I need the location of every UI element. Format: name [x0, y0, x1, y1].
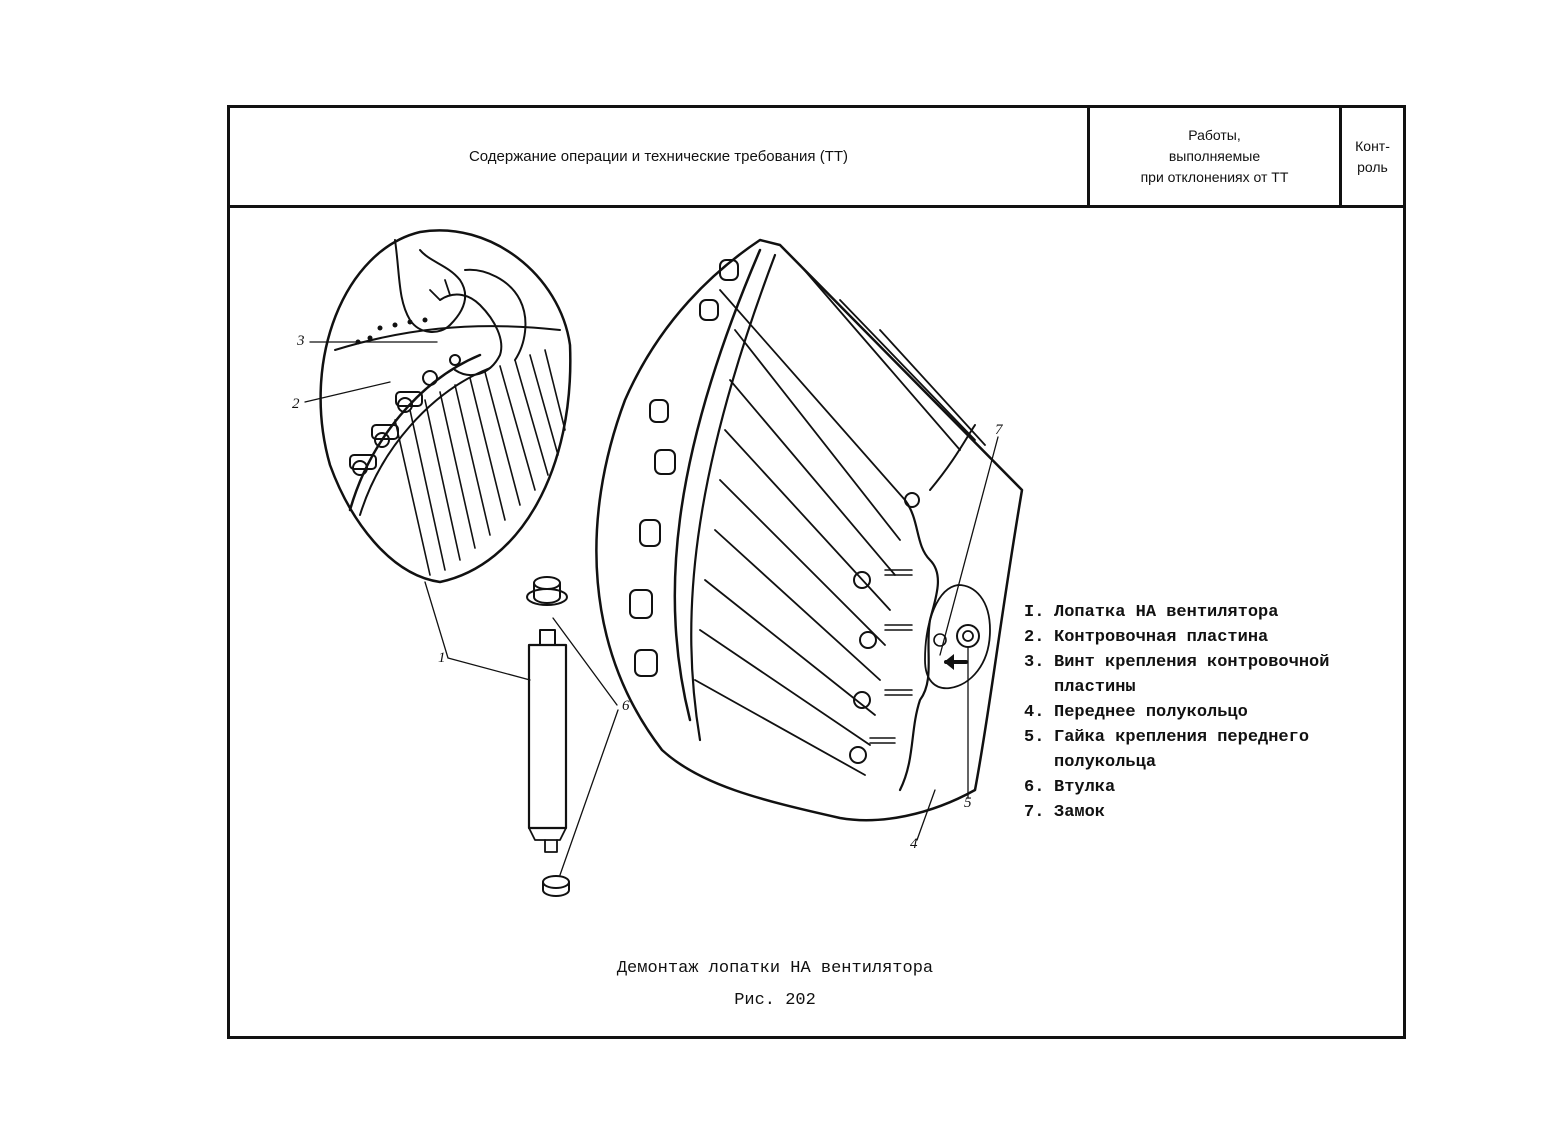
- legend-number: 7.: [1024, 803, 1045, 822]
- blade-and-bushings: [526, 576, 570, 897]
- legend-text: Переднее полукольцо: [1054, 703, 1248, 722]
- legend-item: 3. Винт крепления контровочной: [1024, 650, 1329, 675]
- table-header: Содержание операции и технические требов…: [230, 108, 1403, 208]
- legend-item: 7. Замок: [1024, 800, 1329, 825]
- legend-item: 6. Втулка: [1024, 775, 1329, 800]
- legend-item: 2. Контровочная пластина: [1024, 625, 1329, 650]
- legend-text: Замок: [1054, 803, 1106, 822]
- header-control-line: Конт-: [1355, 137, 1390, 154]
- callout-label-2: 2: [292, 396, 300, 412]
- legend-item-continued: полукольца: [1024, 750, 1329, 775]
- header-control-line: роль: [1357, 158, 1388, 175]
- header-deviation-line: при отклонениях от ТТ: [1140, 169, 1289, 185]
- left-arrow-icon: [944, 654, 968, 670]
- legend-item: 5. Гайка крепления переднего: [1024, 725, 1329, 750]
- callout-label-4: 4: [910, 836, 918, 852]
- legend-text: Гайка крепления переднего: [1054, 728, 1310, 747]
- legend-item-continued: пластины: [1024, 675, 1329, 700]
- legend-number: 4.: [1024, 703, 1045, 722]
- callout-label-7: 7: [995, 422, 1003, 438]
- callout-label-5: 5: [964, 795, 972, 811]
- parts-legend: I. Лопатка НА вентилятора 2. Контровочная …: [1024, 600, 1329, 825]
- callout-leader-lines: [304, 341, 999, 876]
- header-control: Конт- роль: [1342, 108, 1403, 205]
- header-operation-content: Содержание операции и технические требов…: [230, 108, 1090, 205]
- legend-text: полукольца: [1054, 753, 1157, 772]
- legend-text: Лопатка НА вентилятора: [1054, 603, 1279, 622]
- detail-view-locking-plate: [319, 229, 572, 584]
- legend-text: пластины: [1054, 678, 1136, 697]
- callout-label-1: 1: [438, 650, 446, 666]
- callout-label-6: 6: [622, 698, 630, 714]
- figure-title: Демонтаж лопатки НА вентилятора: [616, 959, 934, 978]
- document-sheet: Содержание операции и технические требов…: [227, 105, 1406, 1039]
- header-deviation-line: выполняемые: [1168, 148, 1261, 164]
- legend-text: Винт крепления контровочной: [1054, 653, 1330, 672]
- figure-number: Рис. 202: [734, 991, 816, 1010]
- callout-label-3: 3: [297, 333, 305, 349]
- header-operation-label: Содержание операции и технические требов…: [468, 148, 849, 165]
- legend-item: 4. Переднее полукольцо: [1024, 700, 1329, 725]
- legend-text: Втулка: [1054, 778, 1116, 797]
- legend-number: 6.: [1024, 778, 1045, 797]
- figure-caption: Демонтаж лопатки НА вентилятора Рис. 202: [560, 953, 990, 1017]
- legend-number: 2.: [1024, 628, 1045, 647]
- legend-item: I. Лопатка НА вентилятора: [1024, 600, 1329, 625]
- header-deviation-works: Работы, выполняемые при отклонениях от Т…: [1090, 108, 1342, 205]
- legend-number: I.: [1024, 603, 1045, 622]
- legend-number: 5.: [1024, 728, 1045, 747]
- main-view-stator-sector: [595, 238, 1024, 822]
- legend-text: Контровочная пластина: [1054, 628, 1269, 647]
- header-deviation-line: Работы,: [1188, 127, 1241, 143]
- legend-number: 3.: [1024, 653, 1045, 672]
